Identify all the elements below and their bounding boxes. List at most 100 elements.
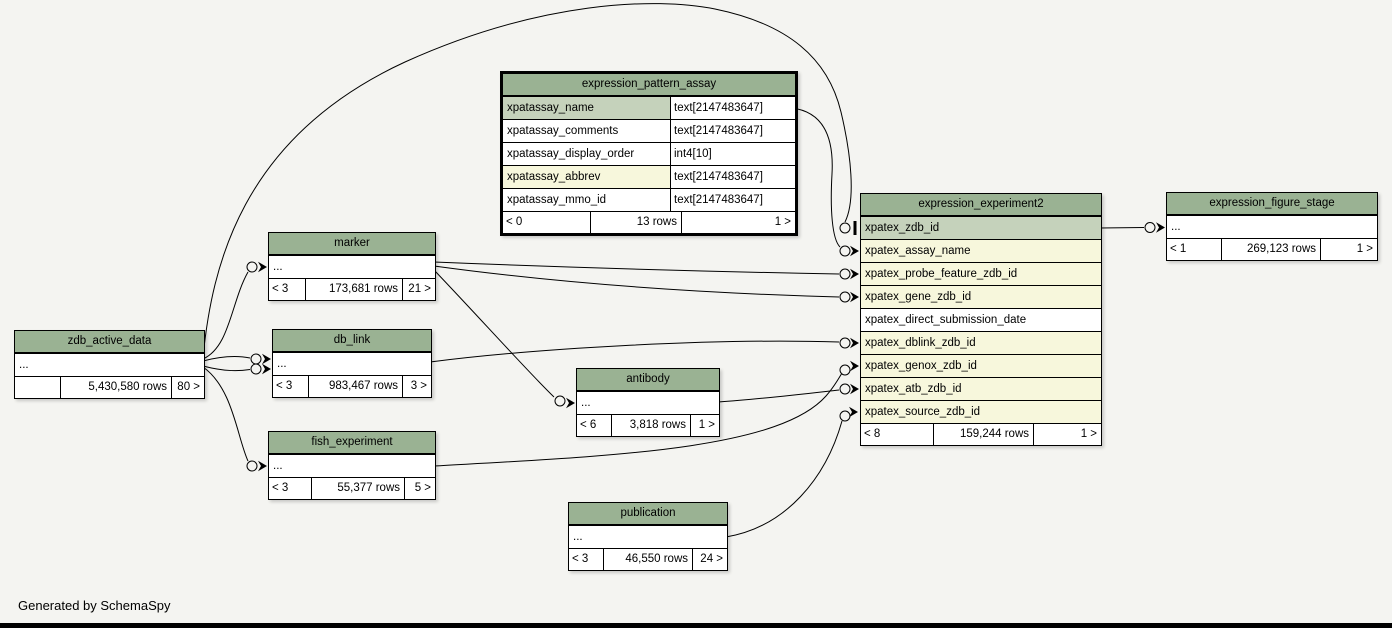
collapsed-columns-row: ... — [577, 392, 719, 415]
column-row: xpatex_probe_feature_zdb_id — [861, 263, 1101, 286]
table-footer: < 3 46,550 rows 24 > — [569, 549, 727, 570]
footer-parents-count: 5 > — [404, 478, 435, 499]
column-name: xpatex_genox_zdb_id — [861, 355, 1101, 377]
column-type: text[2147483647] — [670, 166, 795, 188]
table-db-link[interactable]: db_link ... < 3 983,467 rows 3 > — [272, 329, 432, 398]
table-expression-figure-stage-header[interactable]: expression_figure_stage — [1167, 193, 1377, 216]
column-row: xpatex_assay_name — [861, 240, 1101, 263]
table-expression-pattern-assay[interactable]: expression_pattern_assay xpatassay_name … — [500, 71, 798, 236]
ellipsis: ... — [581, 397, 591, 409]
table-footer: < 6 3,818 rows 1 > — [577, 415, 719, 436]
footer-row-count: 3,818 rows — [629, 419, 686, 431]
footer-row-count: 983,467 rows — [328, 380, 398, 392]
edge-marker-antibody — [433, 269, 575, 409]
footer-row-count: 55,377 rows — [337, 482, 400, 494]
collapsed-columns-row: ... — [269, 256, 435, 279]
table-zdb-active-data[interactable]: zdb_active_data ... 5,430,580 rows 80 > — [14, 330, 205, 399]
table-publication-header[interactable]: publication — [569, 503, 727, 526]
table-footer: < 8 159,244 rows 1 > — [861, 424, 1101, 445]
edge-marker-gene — [433, 265, 859, 303]
footer-parents-count: 1 > — [681, 212, 795, 233]
column-row: xpatassay_abbrev text[2147483647] — [503, 166, 795, 189]
edge-publication-expression-experiment2 — [725, 406, 858, 538]
column-type: text[2147483647] — [670, 189, 795, 211]
ellipsis: ... — [19, 359, 29, 371]
column-name: xpatex_zdb_id — [861, 217, 1101, 239]
column-row: xpatex_dblink_zdb_id — [861, 332, 1101, 355]
edge-zdb-active-data-fish-experiment — [202, 366, 267, 472]
footer-parents-count: 80 > — [171, 377, 204, 398]
footer-row-count: 13 rows — [636, 216, 677, 228]
edge-db-link-expression-experiment2 — [429, 337, 859, 363]
table-expression-pattern-assay-header[interactable]: expression_pattern_assay — [503, 74, 795, 97]
collapsed-columns-row: ... — [1167, 216, 1377, 239]
collapsed-columns-row: ... — [569, 526, 727, 549]
footer-row-count: 5,430,580 rows — [88, 381, 167, 393]
table-fish-experiment-header[interactable]: fish_experiment — [269, 432, 435, 455]
column-name: xpatex_atb_zdb_id — [861, 378, 1101, 400]
table-antibody-header[interactable]: antibody — [577, 369, 719, 392]
footer-children-count: < 8 — [861, 424, 934, 445]
bottom-border-bar — [0, 623, 1392, 628]
footer-children-count: < 3 — [269, 478, 312, 499]
table-footer: < 3 55,377 rows 5 > — [269, 478, 435, 499]
table-footer: < 0 13 rows 1 > — [503, 212, 795, 233]
ellipsis: ... — [273, 261, 283, 273]
edge-zdb-active-data-db-link-1 — [202, 353, 271, 365]
table-footer: < 3 173,681 rows 21 > — [269, 279, 435, 300]
column-name: xpatex_direct_submission_date — [861, 309, 1101, 331]
footer-children-count: < 1 — [1167, 239, 1222, 260]
footer-children-count: < 3 — [569, 549, 604, 570]
column-name: xpatassay_mmo_id — [503, 189, 670, 211]
column-type: text[2147483647] — [670, 97, 795, 119]
edge-expression-pattern-assay-expression-experiment2 — [791, 107, 859, 257]
table-expression-experiment2-header[interactable]: expression_experiment2 — [861, 194, 1101, 217]
edge-zdb-active-data-db-link-2 — [202, 363, 271, 375]
column-name: xpatassay_name — [503, 97, 670, 119]
generated-by-note: Generated by SchemaSpy — [18, 598, 171, 613]
footer-parents-count: 1 > — [690, 415, 719, 436]
edge-expression-experiment2-expression-figure-stage — [1099, 222, 1165, 233]
table-footer: < 3 983,467 rows 3 > — [273, 376, 431, 397]
footer-parents-count: 24 > — [692, 549, 727, 570]
column-row: xpatassay_comments text[2147483647] — [503, 120, 795, 143]
column-row: xpatassay_display_order int4[10] — [503, 143, 795, 166]
column-name: xpatassay_display_order — [503, 143, 670, 165]
footer-parents-count: 21 > — [402, 279, 435, 300]
table-marker-header[interactable]: marker — [269, 233, 435, 256]
table-antibody[interactable]: antibody ... < 6 3,818 rows 1 > — [576, 368, 720, 437]
column-row: xpatassay_name text[2147483647] — [503, 97, 795, 120]
edge-antibody-expression-experiment2 — [717, 383, 859, 403]
table-footer: < 1 269,123 rows 1 > — [1167, 239, 1377, 260]
column-row: xpatex_source_zdb_id — [861, 401, 1101, 424]
table-expression-experiment2[interactable]: expression_experiment2 xpatex_zdb_id xpa… — [860, 193, 1102, 446]
footer-row-count: 269,123 rows — [1246, 243, 1316, 255]
table-publication[interactable]: publication ... < 3 46,550 rows 24 > — [568, 502, 728, 571]
ellipsis: ... — [273, 460, 283, 472]
ellipsis: ... — [1171, 221, 1181, 233]
column-name: xpatex_dblink_zdb_id — [861, 332, 1101, 354]
column-name: xpatex_probe_feature_zdb_id — [861, 263, 1101, 285]
table-zdb-active-data-header[interactable]: zdb_active_data — [15, 331, 204, 354]
table-expression-figure-stage[interactable]: expression_figure_stage ... < 1 269,123 … — [1166, 192, 1378, 261]
table-marker[interactable]: marker ... < 3 173,681 rows 21 > — [268, 232, 436, 301]
footer-row-count: 159,244 rows — [959, 428, 1029, 440]
ellipsis: ... — [277, 358, 287, 370]
column-row: xpatex_zdb_id — [861, 217, 1101, 240]
column-row: xpatassay_mmo_id text[2147483647] — [503, 189, 795, 212]
column-row: xpatex_direct_submission_date — [861, 309, 1101, 332]
column-type: text[2147483647] — [670, 120, 795, 142]
footer-parents-count: 1 > — [1320, 239, 1377, 260]
column-name: xpatex_assay_name — [861, 240, 1101, 262]
collapsed-columns-row: ... — [15, 354, 204, 377]
footer-children-count — [15, 377, 61, 398]
footer-children-count: < 3 — [273, 376, 309, 397]
table-db-link-header[interactable]: db_link — [273, 330, 431, 353]
footer-row-count: 46,550 rows — [625, 553, 688, 565]
edge-fish-experiment-expression-experiment2 — [433, 360, 859, 467]
column-row: xpatex_genox_zdb_id — [861, 355, 1101, 378]
footer-children-count: < 3 — [269, 279, 306, 300]
table-fish-experiment[interactable]: fish_experiment ... < 3 55,377 rows 5 > — [268, 431, 436, 500]
